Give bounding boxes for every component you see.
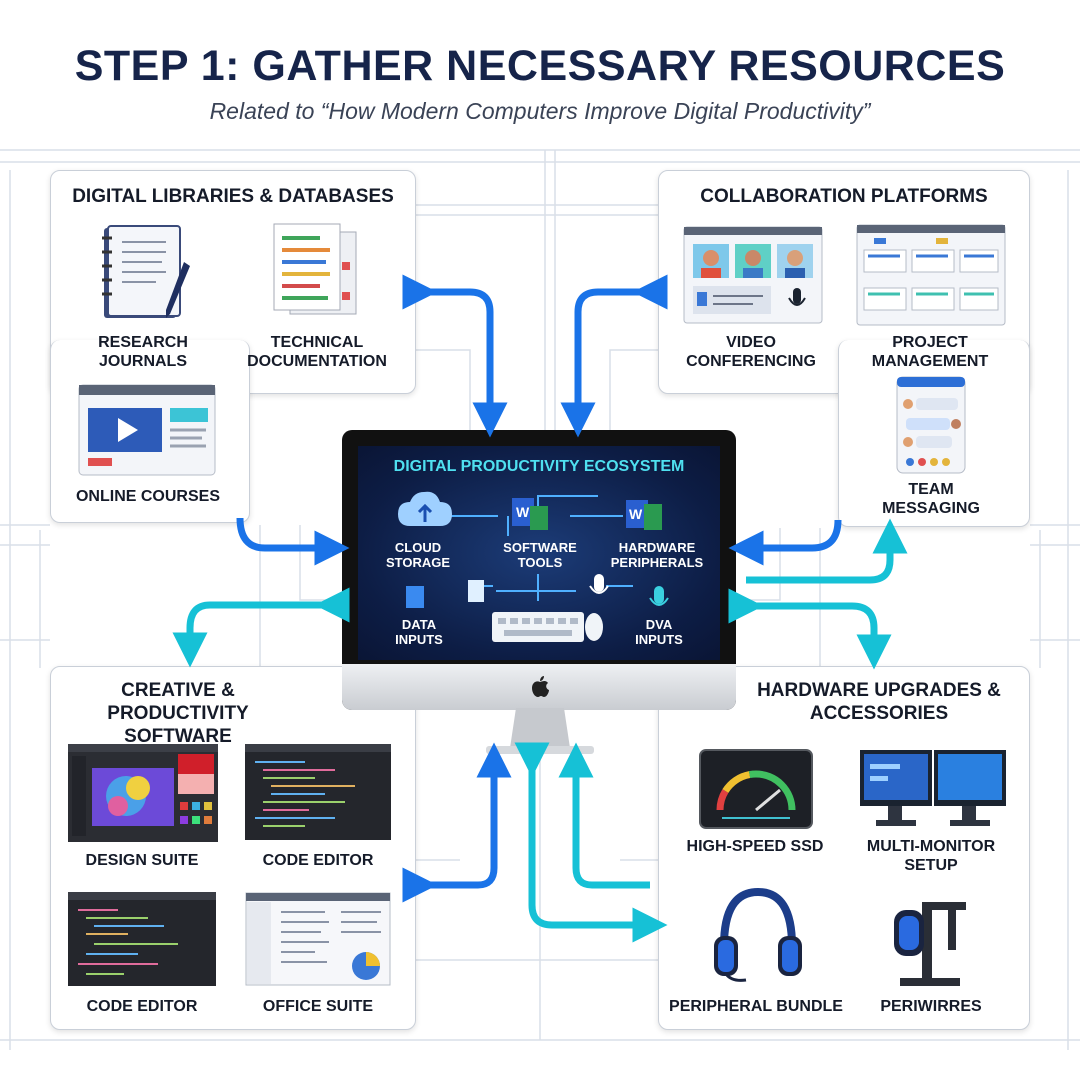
headphone-stand-icon bbox=[894, 902, 966, 986]
panel-title-hardware: HARDWARE UPGRADES & ACCESSORIES bbox=[757, 680, 1001, 724]
item-peripheral-bundle: PERIPHERAL BUNDLE bbox=[669, 998, 843, 1015]
node-dva-inputs: DVA INPUTS bbox=[635, 617, 683, 647]
item-periwirres: PERIWIRRES bbox=[880, 998, 982, 1015]
item-code-editor-2: CODE EDITOR bbox=[86, 998, 198, 1015]
monitor-stand bbox=[486, 708, 594, 754]
item-video-conferencing: VIDEO CONFERENCING bbox=[686, 334, 816, 370]
kanban-board-icon bbox=[856, 224, 1006, 326]
headset-icon bbox=[714, 887, 802, 982]
video-call-icon bbox=[683, 226, 823, 324]
speed-gauge-icon bbox=[699, 749, 813, 829]
node-cloud-storage: CLOUD STORAGE bbox=[385, 540, 451, 570]
item-high-speed-ssd: HIGH-SPEED SSD bbox=[686, 838, 824, 855]
apple-logo-icon bbox=[532, 676, 549, 697]
item-code-editor: CODE EDITOR bbox=[262, 852, 374, 869]
chat-phone-icon bbox=[896, 376, 966, 474]
page-title: STEP 1: GATHER NECESSARY RESOURCES bbox=[74, 42, 1006, 90]
video-player-icon bbox=[78, 384, 216, 476]
svg-text:W: W bbox=[516, 504, 530, 520]
item-technical-documentation: TECHNICAL DOCUMENTATION bbox=[247, 334, 387, 370]
document-stack-icon bbox=[273, 223, 357, 315]
panel-title-collaboration: COLLABORATION PLATFORMS bbox=[700, 186, 988, 207]
office-suite-thumbnail bbox=[245, 892, 391, 986]
node-data-inputs: DATA INPUTS bbox=[395, 617, 443, 647]
node-software-tools: SOFTWARE TOOLS bbox=[503, 540, 577, 570]
item-multi-monitor-setup: MULTI-MONITOR SETUP bbox=[866, 838, 996, 874]
ecosystem-title: DIGITAL PRODUCTIVITY ECOSYSTEM bbox=[393, 458, 685, 475]
dual-monitor-icon bbox=[860, 750, 1006, 826]
svg-text:W: W bbox=[629, 506, 643, 522]
item-online-courses: ONLINE COURSES bbox=[75, 488, 220, 505]
ecosystem-diagram: W W bbox=[398, 491, 669, 642]
item-design-suite: DESIGN SUITE bbox=[85, 852, 199, 869]
panel-title-creative: CREATIVE & PRODUCTIVITY SOFTWARE bbox=[107, 680, 249, 747]
item-team-messaging: TEAM MESSAGING bbox=[882, 481, 980, 517]
item-project-management: PROJECT MANAGEMENT bbox=[871, 334, 989, 370]
item-research-journals: RESEARCH JOURNALS bbox=[98, 334, 188, 370]
node-hardware-peripherals: HARDWARE PERIPHERALS bbox=[610, 540, 704, 570]
code-editor-thumbnail-2 bbox=[68, 892, 216, 986]
page-subtitle: Related to “How Modern Computers Improve… bbox=[209, 98, 871, 124]
panel-title-libraries: DIGITAL LIBRARIES & DATABASES bbox=[72, 186, 394, 207]
item-office-suite: OFFICE SUITE bbox=[262, 998, 374, 1015]
code-editor-thumbnail bbox=[245, 744, 391, 840]
design-suite-thumbnail bbox=[68, 744, 218, 842]
notebook-pen-icon bbox=[102, 225, 190, 318]
